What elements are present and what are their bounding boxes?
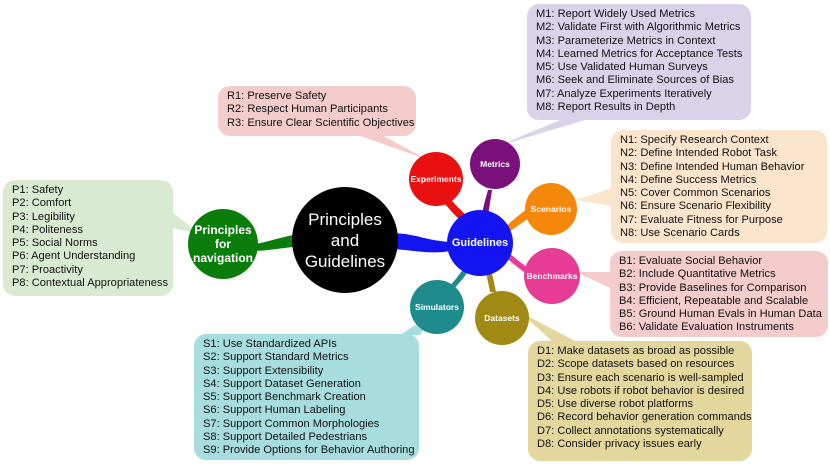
simulators-item: S1: Use Standardized APIs xyxy=(203,338,337,350)
metrics-box-tail xyxy=(498,120,585,146)
metrics-item: M6: Seek and Eliminate Sources of Bias xyxy=(536,74,734,87)
datasets-item: D1: Make datasets as broad as possible xyxy=(537,345,735,357)
datasets-item: D4: Use robots if robot behavior is desi… xyxy=(537,384,745,397)
metrics-item: M7: Analyze Experiments Iteratively xyxy=(536,87,712,100)
datasets-item: D8: Consider privacy issues early xyxy=(537,438,702,451)
principles-item: P2: Comfort xyxy=(12,197,72,210)
datasets-node: Datasets xyxy=(475,291,529,345)
datasets-item: D7: Collect annotations systematically xyxy=(537,424,724,437)
experiments-label: Experiments xyxy=(410,174,462,184)
experiments-node: Experiments xyxy=(409,152,463,206)
benchmarks-label: Benchmarks xyxy=(526,271,578,281)
principles-item: P7: Proactivity xyxy=(12,263,83,276)
principles-item: P8: Contextual Appropriateness xyxy=(12,277,169,290)
simulators-item: S3: Support Extensibility xyxy=(203,364,324,377)
benchmarks-item: B1: Evaluate Social Behavior xyxy=(619,255,763,267)
benchmarks-item: B4: Efficient, Repeatable and Scalable xyxy=(619,294,809,307)
center-node: Principles and Guidelines xyxy=(292,187,398,293)
scenarios-box-tail xyxy=(575,188,612,206)
metrics-item: M4: Learned Metrics for Acceptance Tests xyxy=(536,47,743,60)
principles-item: P1: Safety xyxy=(12,184,64,196)
simulators-item: S7: Support Common Morphologies xyxy=(203,417,380,430)
simulators-item: S9: Provide Options for Behavior Authori… xyxy=(203,444,415,457)
benchmarks-item: B3: Provide Baselines for Comparison xyxy=(619,281,807,294)
benchmarks-item: B5: Ground Human Evals in Human Data xyxy=(619,308,822,321)
scenarios-item: N6: Ensure Scenario Flexibility xyxy=(620,200,772,213)
scenarios-item: N4: Define Success Metrics xyxy=(620,173,757,186)
center-label-line-3: Guidelines xyxy=(304,251,386,271)
datasets-item: D3: Ensure each scenario is well-sampled xyxy=(537,371,744,384)
simulators-label: Simulators xyxy=(415,302,459,312)
simulators-node: Simulators xyxy=(410,280,464,334)
metrics-label: Metrics xyxy=(480,159,510,169)
datasets-item: D5: Use diverse robot platforms xyxy=(537,398,693,411)
datasets-box-tail xyxy=(520,312,575,341)
scenarios-item: N3: Define Intended Human Behavior xyxy=(620,160,805,173)
guidelines-node: Guidelines xyxy=(447,210,513,276)
benchmarks-box-tail xyxy=(576,272,610,288)
experiments-box-tail xyxy=(355,134,428,160)
principles-label-line-1: Principles xyxy=(194,223,252,237)
scenarios-label: Scenarios xyxy=(530,204,572,214)
center-label-line-1: Principles xyxy=(308,209,382,229)
principles-item: P3: Legibility xyxy=(12,210,75,223)
principles-item: P4: Politeness xyxy=(12,223,83,236)
simulators-item: S2: Support Standard Metrics xyxy=(203,351,349,364)
scenarios-item: N5: Cover Common Scenarios xyxy=(620,187,771,200)
principles-item: P6: Agent Understanding xyxy=(12,250,136,263)
principles-node: Principles for navigation xyxy=(188,209,258,279)
metrics-item: M8: Report Results in Depth xyxy=(536,101,676,114)
scenarios-item: N2: Define Intended Robot Task xyxy=(620,147,778,160)
principles-label-line-2: for xyxy=(214,237,231,251)
metrics-item: M3: Parameterize Metrics in Context xyxy=(536,34,716,47)
guidelines-label: Guidelines xyxy=(451,237,509,249)
simulators-item: S5: Support Benchmark Creation xyxy=(203,391,366,404)
experiments-item: R2: Respect Human Participants xyxy=(227,103,388,116)
benchmarks-item: B6: Validate Evaluation Instruments xyxy=(619,321,794,334)
simulators-item: S4: Support Dataset Generation xyxy=(203,377,361,390)
simulators-item: S6: Support Human Labeling xyxy=(203,404,346,417)
scenarios-item: N1: Specify Research Context xyxy=(620,134,769,146)
scenarios-node: Scenarios xyxy=(525,183,577,235)
principles-label-line-3: navigation xyxy=(192,251,253,265)
benchmarks-item: B2: Include Quantitative Metrics xyxy=(619,268,776,281)
datasets-label: Datasets xyxy=(484,313,520,323)
metrics-item: M1: Report Widely Used Metrics xyxy=(536,8,696,20)
center-label-line-2: and xyxy=(330,230,360,250)
datasets-item: D2: Scope datasets based on resources xyxy=(537,358,735,371)
scenarios-item: N7: Evaluate Fitness for Purpose xyxy=(620,213,783,226)
benchmarks-node: Benchmarks xyxy=(524,248,580,304)
principles-item: P5: Social Norms xyxy=(12,237,98,250)
experiments-item: R3: Ensure Clear Scientific Objectives xyxy=(227,116,415,129)
metrics-node: Metrics xyxy=(470,139,520,189)
metrics-item: M5: Use Validated Human Surveys xyxy=(536,61,708,74)
simulators-item: S8: Support Detailed Pedestrians xyxy=(203,431,368,444)
datasets-item: D6: Record behavior generation commands xyxy=(537,411,752,424)
experiments-item: R1: Preserve Safety xyxy=(227,90,327,102)
metrics-item: M2: Validate First with Algorithmic Metr… xyxy=(536,21,741,34)
scenarios-item: N8: Use Scenario Cards xyxy=(620,227,740,240)
